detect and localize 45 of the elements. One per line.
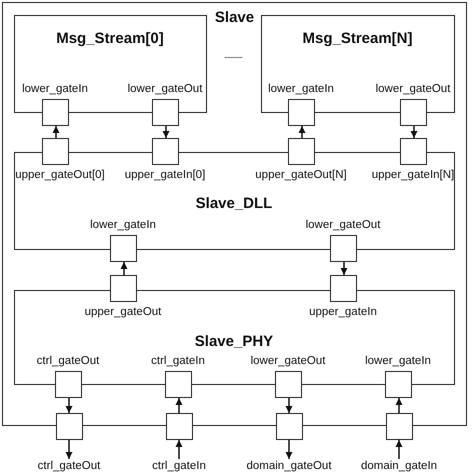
module-title: Slave [214, 9, 254, 26]
port-label: lower_gateIn [22, 83, 88, 96]
arrow [176, 398, 182, 413]
arrow [162, 126, 170, 138]
port-label: upper_gateOut [84, 306, 162, 319]
port-label: lower_gateIn [268, 83, 334, 96]
arrow [52, 126, 60, 138]
arrow [298, 126, 306, 138]
port-label: upper_gateIn[N] [372, 169, 454, 182]
port-label: lower_gateIn [365, 355, 431, 368]
port-square [386, 413, 412, 440]
port-label: lower_gateOut [250, 355, 326, 368]
port-label: lower_gateOut [128, 83, 202, 96]
module-title: Msg_Stream[0] [56, 30, 164, 46]
ellipsis-label: ............ [224, 49, 242, 62]
arrow [396, 398, 402, 413]
module-title: Slave_PHY [194, 332, 274, 350]
arrow [66, 440, 72, 459]
signal-label: domain_gateIn [360, 459, 438, 473]
port-label: upper_gateIn[0] [124, 169, 206, 182]
port-label: lower_gateIn [90, 219, 156, 232]
port-square [166, 413, 192, 440]
port-label: ctrl_gateIn [151, 355, 205, 368]
arrow [410, 126, 418, 138]
port-square [56, 413, 82, 440]
arrow [120, 262, 128, 275]
port-label: lower_gateOut [306, 219, 380, 232]
arrow [396, 440, 402, 459]
port-label: ctrl_gateOut [36, 355, 100, 368]
signal-label: ctrl_gateIn [152, 459, 206, 473]
arrow [66, 398, 72, 413]
arrow [286, 440, 292, 459]
signal-label: ctrl_gateOut [38, 459, 100, 473]
port-label: upper_gateIn [309, 306, 377, 319]
port-square [276, 413, 302, 440]
container-box [2, 2, 467, 426]
arrow [176, 440, 182, 459]
module-title: Slave_DLL [196, 194, 272, 212]
module-title: Msg_Stream[N] [302, 30, 413, 46]
port-label: lower_gateOut [376, 83, 450, 96]
arrow [286, 398, 292, 413]
signal-label: domain_gateOut [246, 459, 332, 473]
port-label: upper_gateOut[N] [255, 169, 347, 182]
arrow [340, 262, 348, 275]
port-label: upper_gateOut[0] [15, 169, 105, 182]
